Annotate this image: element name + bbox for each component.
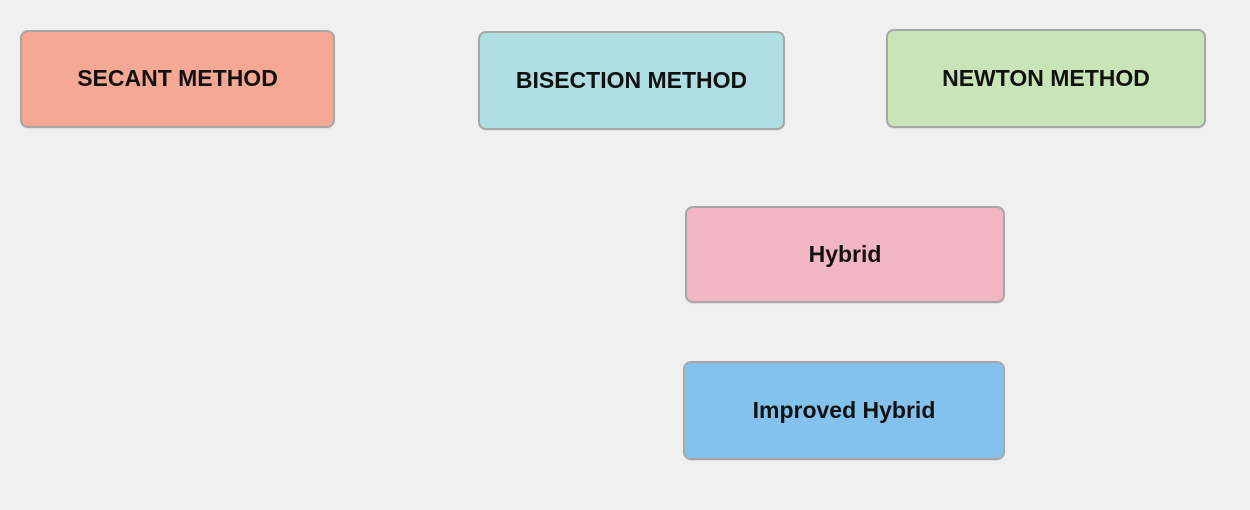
bisection-method-box: BISECTION METHOD	[478, 31, 785, 130]
bisection-method-label: BISECTION METHOD	[515, 66, 748, 93]
hybrid-box: Hybrid	[685, 206, 1005, 303]
hybrid-label: Hybrid	[808, 240, 882, 267]
improved-hybrid-box: Improved Hybrid	[683, 361, 1005, 460]
secant-method-label: SECANT METHOD	[77, 65, 278, 92]
newton-method-box: NEWTON METHOD	[886, 29, 1206, 128]
secant-method-box: SECANT METHOD	[20, 30, 335, 128]
newton-method-label: NEWTON METHOD	[942, 64, 1150, 91]
improved-hybrid-label: Improved Hybrid	[752, 396, 936, 423]
